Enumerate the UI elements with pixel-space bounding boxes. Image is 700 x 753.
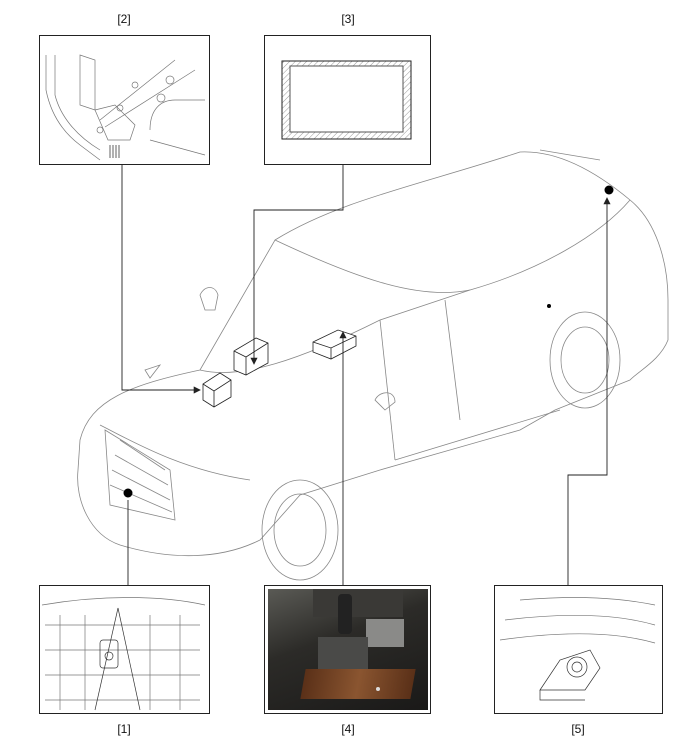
location-dot-5 bbox=[604, 185, 614, 195]
callout-label-2: [2] bbox=[117, 12, 131, 26]
wood-trim bbox=[300, 669, 416, 699]
leader-line-5 bbox=[567, 197, 611, 585]
module-box-2 bbox=[202, 372, 232, 408]
detail-box-1 bbox=[39, 585, 210, 714]
location-dot-small bbox=[547, 304, 551, 308]
touchpad bbox=[366, 619, 404, 647]
callout-label-5: [5] bbox=[571, 722, 585, 736]
vehicle-outline bbox=[77, 149, 669, 581]
detail-box-3 bbox=[264, 35, 431, 165]
callout-label-1: [1] bbox=[117, 722, 131, 736]
module-box-3 bbox=[233, 337, 269, 376]
gear-lever-icon bbox=[338, 594, 352, 634]
console-controller-photo bbox=[268, 589, 428, 710]
console-top bbox=[313, 589, 403, 617]
leader-line-2 bbox=[121, 164, 201, 394]
callout-label-4: [4] bbox=[341, 722, 355, 736]
detail-box-2 bbox=[39, 35, 210, 165]
location-dot-1 bbox=[123, 488, 133, 498]
callout-label-3: [3] bbox=[341, 12, 355, 26]
leader-line-3 bbox=[250, 164, 344, 365]
indicator-dot bbox=[376, 687, 380, 691]
module-box-4 bbox=[312, 329, 357, 360]
detail-box-5 bbox=[494, 585, 663, 714]
